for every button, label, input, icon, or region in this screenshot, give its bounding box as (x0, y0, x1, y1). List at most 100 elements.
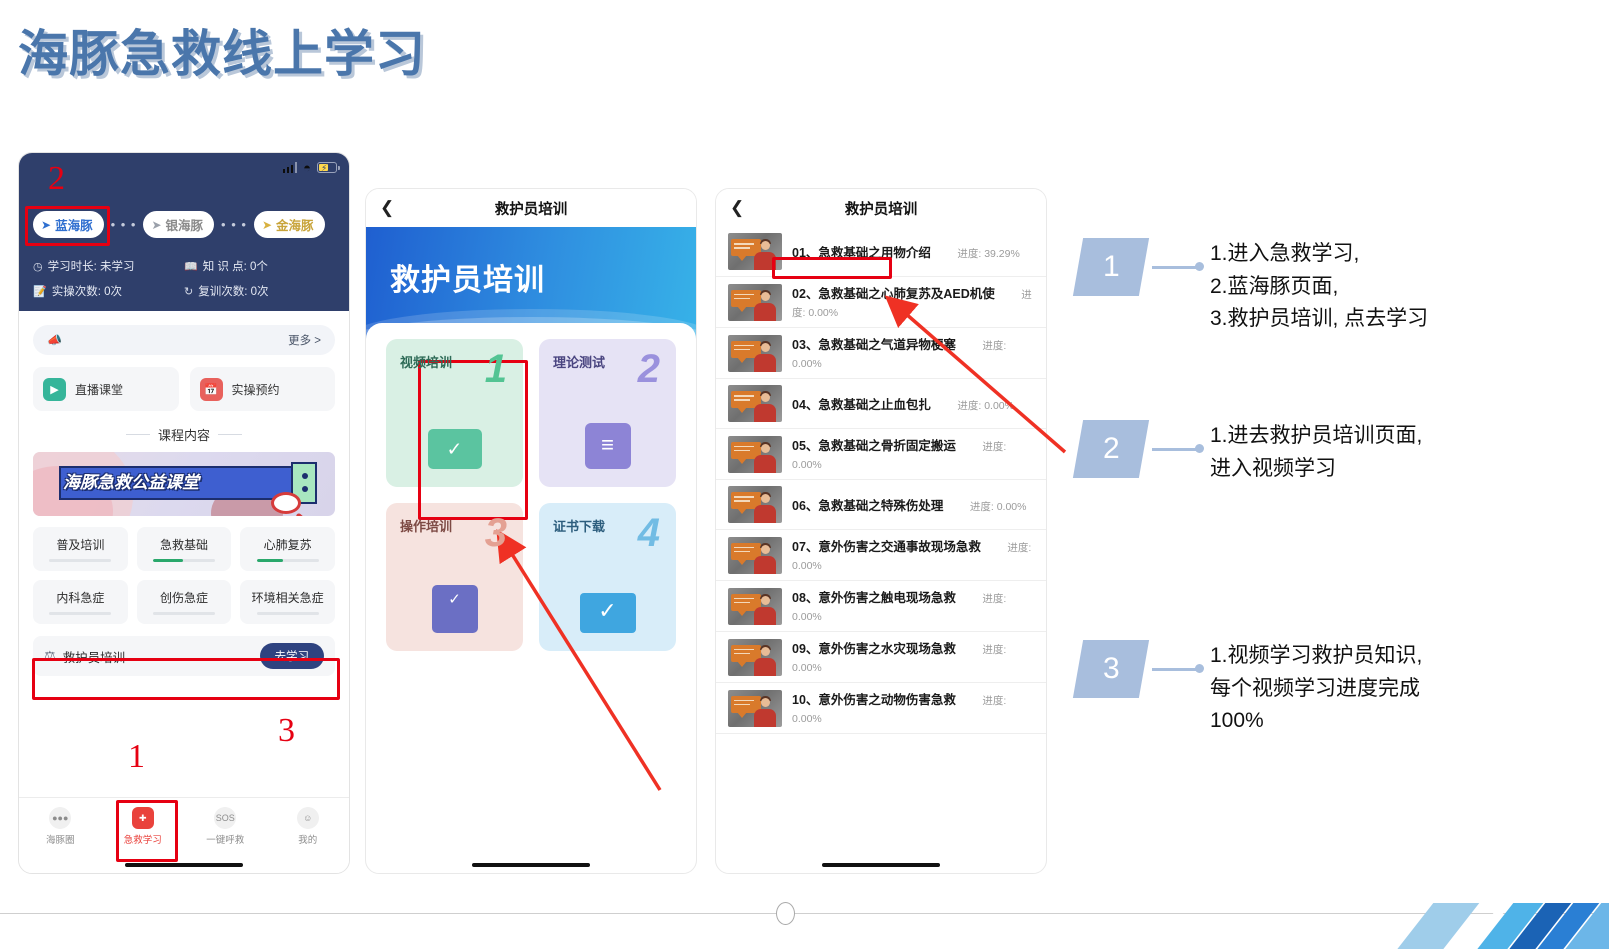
tab-mine[interactable]: ☺ 我的 (267, 807, 350, 846)
marker-2-top: 2 (48, 160, 65, 197)
page-title: 海豚急救线上学习 (18, 26, 426, 82)
marker-1: 1 (128, 738, 145, 775)
annotation-text-2: 1.进去救护员培训页面, 进入视频学习 (1210, 420, 1422, 485)
quick-entry-label: 实操预约 (231, 382, 280, 397)
home-indicator (472, 862, 590, 867)
quick-entry-label: 直播课堂 (75, 382, 124, 397)
category-label: 心肺复苏 (263, 538, 312, 552)
list-item[interactable]: 06、急救基础之特殊伤处理 进度: 0.00% (716, 480, 1046, 530)
wifi-icon: ◓ (303, 160, 311, 175)
quick-entry-practice-booking[interactable]: 📅 实操预约 (189, 367, 335, 411)
sos-icon: SOS (214, 807, 237, 829)
lesson-title: 02、急救基础之心肺复苏及AED机使 (792, 287, 995, 301)
step-badge-2: 2 (1072, 420, 1150, 478)
announcement-more-link[interactable]: 更多 > (288, 335, 321, 347)
home-indicator (822, 862, 940, 867)
phone1-header: ◓ ⚡ ➤ 蓝海豚 • • • ➤ 银海豚 • • • ➤ 金海豚 (19, 153, 349, 311)
phone-mockup-training-menu: ❮ 救护员培训 救护员培训 视频培训 1 理论测试 2 操作培训 (365, 188, 697, 874)
lesson-thumbnail (728, 233, 782, 270)
training-card-grid: 视频培训 1 理论测试 2 操作培训 3 证书下载 4 (386, 339, 676, 651)
category-card[interactable]: 急救基础 (136, 527, 232, 571)
status-bar: ◓ ⚡ (282, 160, 340, 175)
category-progress-bar (152, 612, 215, 615)
banner-title: 海豚急救公益课堂 (63, 473, 199, 492)
category-card[interactable]: 环境相关急症 (240, 580, 335, 624)
stat-study-time: ◷ 学习时长: 未学习 (33, 258, 184, 274)
lesson-thumbnail (728, 689, 782, 727)
lesson-progress: 进度: 0.00% (792, 644, 1007, 674)
lesson-progress: 进度: 39.29% (957, 247, 1020, 260)
user-icon: ☺ (296, 807, 319, 829)
learning-stats: ◷ 学习时长: 未学习 📖 知 识 点: 0个 📝 实操次数: 0次 ↻ 复训次… (33, 258, 335, 299)
annotation-line: 1.视频学习救护员知识, (1210, 644, 1423, 667)
category-label: 内科急症 (56, 591, 105, 605)
category-label: 环境相关急症 (251, 591, 324, 605)
card-label: 操作培训 (400, 519, 453, 534)
category-progress-bar (256, 559, 319, 562)
lesson-thumbnail (728, 385, 782, 422)
list-item[interactable]: 05、急救基础之骨折固定搬运 进度: 0.00% (716, 429, 1046, 480)
tier-badge-blue[interactable]: ➤ 蓝海豚 (33, 211, 104, 238)
training-card-video[interactable]: 视频培训 1 (386, 339, 523, 487)
section-header-course-content: 课程内容 (19, 425, 349, 444)
stat-practice-count: 📝 实操次数: 0次 (33, 283, 184, 299)
announcement-bar[interactable]: 📣 更多 > (33, 325, 335, 355)
stat-label: 学习时长: 未学习 (47, 261, 135, 273)
home-indicator (125, 862, 243, 867)
step-number: 1 (1102, 250, 1120, 283)
category-card[interactable]: 创伤急症 (136, 580, 232, 624)
tier-label: 银海豚 (165, 219, 204, 233)
step-badge-3: 3 (1072, 640, 1150, 698)
card-number: 3 (484, 511, 507, 555)
repeat-icon: ↻ (184, 285, 194, 298)
navbar-title: 救护员培训 (494, 201, 568, 218)
clock-icon: ◷ (33, 260, 43, 273)
check-video-icon (427, 429, 482, 469)
lesson-thumbnail (728, 334, 782, 372)
go-study-button[interactable]: 去学习 (259, 643, 324, 669)
category-label: 普及培训 (56, 538, 105, 552)
tab-sos[interactable]: SOS 一键呼救 (184, 807, 267, 846)
quick-entry-live-class[interactable]: ▶ 直播课堂 (33, 367, 179, 411)
tier-badge-gold[interactable]: ➤ 金海豚 (253, 211, 325, 238)
lesson-thumbnail (728, 587, 782, 625)
list-item[interactable]: 07、意外伤害之交通事故现场急救 进度: 0.00% (716, 530, 1046, 581)
category-card[interactable]: 心肺复苏 (240, 527, 335, 571)
list-item[interactable]: 01、急救基础之用物介绍 进度: 39.29% (716, 227, 1046, 277)
list-item[interactable]: 03、急救基础之气道异物梗塞 进度: 0.00% (716, 328, 1046, 379)
list-item[interactable]: 02、急救基础之心肺复苏及AED机使 进度: 0.00% (716, 277, 1046, 328)
list-item[interactable]: 08、意外伤害之触电现场急救 进度: 0.00% (716, 581, 1046, 632)
rescuer-training-row[interactable]: ⚖ 救护员培训 去学习 (33, 636, 335, 676)
tier-badge-silver[interactable]: ➤ 银海豚 (143, 211, 215, 238)
card-label: 证书下载 (553, 519, 606, 534)
step-number: 2 (1102, 432, 1120, 465)
category-label: 急救基础 (159, 538, 208, 552)
category-progress-bar (49, 612, 112, 615)
annotation-line: 每个视频学习进度完成 (1210, 676, 1420, 700)
magnifier-handle-icon (295, 512, 311, 516)
category-progress-bar (49, 559, 112, 562)
hero-title: 救护员培训 (390, 264, 545, 297)
training-card-theory-test[interactable]: 理论测试 2 (539, 339, 676, 487)
stat-retrain-count: ↻ 复训次数: 0次 (184, 283, 335, 299)
list-item[interactable]: 04、急救基础之止血包扎 进度: 0.00% (716, 379, 1046, 429)
dolphin-icon: ➤ (151, 217, 162, 232)
dolphin-icon: ➤ (261, 217, 272, 232)
lesson-title: 05、急救基础之骨折固定搬运 (792, 439, 956, 453)
tab-dolphin-circle[interactable]: ●●● 海豚圈 (19, 807, 102, 846)
training-card-operation[interactable]: 操作培训 3 (386, 503, 523, 651)
step-number: 3 (1102, 652, 1120, 685)
course-banner[interactable]: 海豚急救公益课堂 (33, 452, 335, 516)
card-number: 1 (484, 347, 507, 391)
tab-first-aid-study[interactable]: ✚ 急救学习 (102, 807, 185, 846)
training-card-certificate[interactable]: 证书下载 4 (539, 503, 676, 651)
category-card[interactable]: 普及培训 (33, 527, 128, 571)
lesson-progress: 进度: 0.00% (792, 695, 1007, 725)
back-chevron-icon[interactable]: ❮ (730, 198, 745, 217)
list-item[interactable]: 10、意外伤害之动物伤害急救 进度: 0.00% (716, 683, 1046, 734)
certificate-box-icon (579, 593, 636, 633)
card-label: 视频培训 (400, 355, 453, 370)
category-card[interactable]: 内科急症 (33, 580, 128, 624)
back-chevron-icon[interactable]: ❮ (380, 198, 395, 217)
list-item[interactable]: 09、意外伤害之水灾现场急救 进度: 0.00% (716, 632, 1046, 683)
